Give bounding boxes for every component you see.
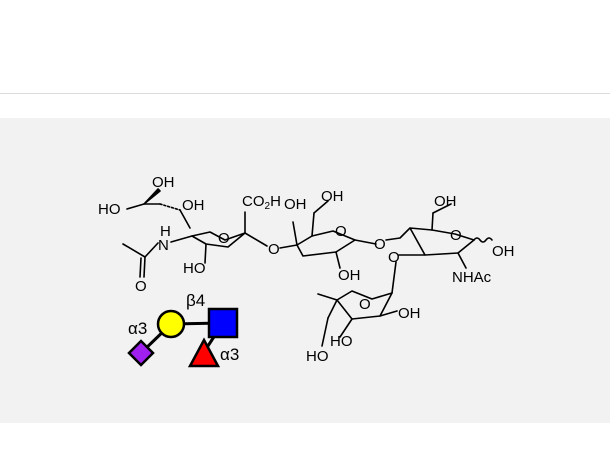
label-oh-fuc-right: OH: [398, 305, 421, 322]
label-oh-anomeric: OH: [492, 243, 515, 260]
label-ho-left: HO: [98, 201, 121, 218]
label-oh-gal-bottom: OH: [338, 267, 361, 284]
label-oh-gal-ch2: OH: [321, 188, 344, 205]
label-ho-sia-ring: HO: [183, 260, 206, 277]
top-blank-area: [0, 0, 610, 93]
label-co2h: CO2H: [242, 193, 281, 212]
galactose-circle-icon: [156, 309, 186, 339]
label-h: H: [160, 223, 171, 240]
fucose-triangle-icon: [187, 337, 221, 368]
label-nhac: NHAc: [452, 269, 492, 286]
glcnac-square-icon: [207, 307, 239, 339]
linkage-beta4: β4: [186, 291, 205, 310]
linkage-alpha3-sia: α3: [128, 319, 147, 338]
label-oh-top: OH: [152, 174, 175, 191]
label-ho-fuc-a: HO: [330, 333, 353, 350]
label-o-link3: O: [388, 249, 400, 266]
sialic-acid-diamond-icon: [127, 339, 155, 367]
label-o-link2: O: [374, 236, 386, 253]
label-oh-glc-ch2: OH: [434, 193, 457, 210]
structure-panel: [0, 118, 610, 423]
label-o-fuc-ring: O: [359, 296, 371, 313]
label-o-gal-ring: O: [335, 223, 347, 240]
label-o-glc-ring: O: [450, 227, 462, 244]
label-n: N: [158, 237, 169, 254]
label-ho-fuc-b: HO: [306, 348, 329, 365]
label-oh-gal-top: OH: [284, 196, 307, 213]
linkage-alpha3-fuc: α3: [220, 345, 239, 364]
structure-labels: HO OH OH H N O HO CO2H O O OH OH O OH O …: [98, 174, 515, 365]
label-oh-sia: OH: [182, 197, 205, 214]
divider-line: [0, 93, 610, 94]
label-o-link1: O: [268, 241, 280, 258]
label-o-acetyl: O: [135, 278, 147, 295]
chemical-structure: [122, 188, 493, 347]
label-o-sia-ring: O: [218, 230, 230, 247]
snfg-glycan-symbol: α3 β4 α3: [127, 291, 239, 368]
